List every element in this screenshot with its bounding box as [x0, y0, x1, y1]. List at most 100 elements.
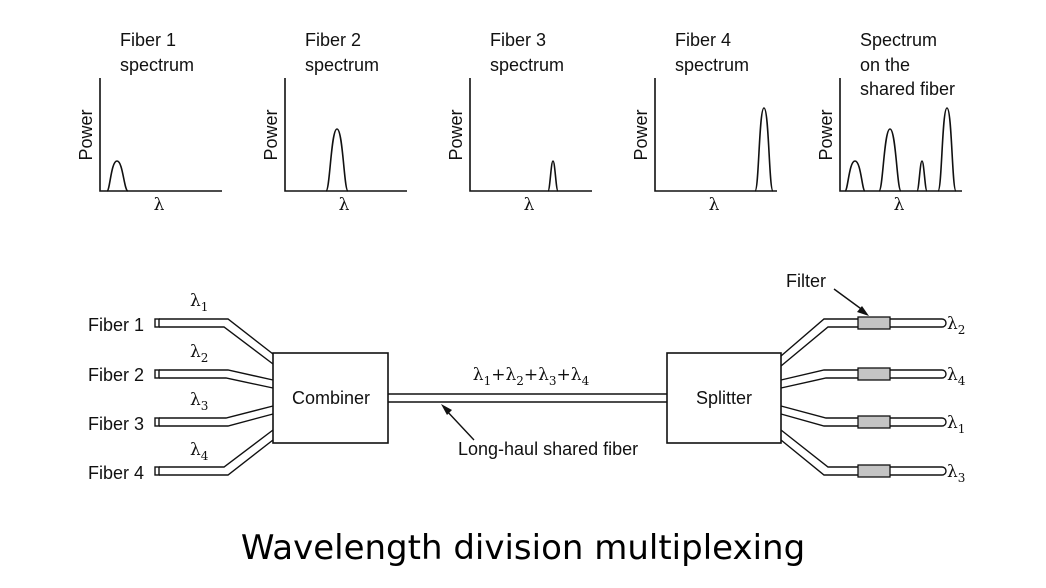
fiber-line [780, 429, 942, 468]
fiber-line [159, 405, 274, 419]
panel-title-line1: Spectrum [860, 30, 937, 50]
fiber-end-cap [154, 466, 160, 476]
fiber-end-cap [154, 417, 160, 427]
output-fiber-3: λ1 [780, 405, 965, 436]
input-fiber-2: Fiber 2 λ2 [88, 342, 274, 389]
slide-caption: Wavelength division multiplexing [240, 528, 806, 568]
fiber-line [780, 439, 942, 476]
output-wavelength-label: λ4 [947, 365, 966, 388]
spectrum-panel-fiber-1: Fiber 1 spectrum Power λ [76, 30, 222, 215]
combiner-box: Combiner [272, 352, 389, 444]
fiber-line [780, 369, 942, 381]
x-axis-label: λ [154, 195, 165, 215]
spectrum-peak [937, 107, 957, 192]
fiber-line [159, 439, 274, 476]
fiber-end-cap [941, 466, 947, 476]
fiber-line [780, 413, 942, 427]
panel-title-line2: spectrum [120, 55, 194, 75]
fiber-label: Fiber 2 [88, 365, 144, 385]
fiber-line [159, 377, 274, 389]
wavelength-label: λ3 [190, 390, 208, 413]
panel-axes [99, 78, 222, 192]
input-fiber-1: Fiber 1 λ1 [88, 291, 274, 365]
panel-title-line2: on the [860, 55, 910, 75]
pointer-arrow [444, 408, 475, 441]
panel-axes [284, 78, 407, 192]
fiber-label: Fiber 3 [88, 414, 144, 434]
spectrum-peak [106, 160, 129, 192]
combiner-label: Combiner [292, 388, 370, 408]
fiber-line [159, 413, 274, 427]
y-axis-label: Power [261, 109, 281, 160]
fiber-end-cap [154, 369, 160, 379]
y-axis-label: Power [631, 109, 651, 160]
filter-element [857, 464, 891, 478]
output-wavelength-label: λ2 [947, 314, 965, 337]
panel-title-line2: spectrum [675, 55, 749, 75]
output-wavelength-label: λ1 [947, 413, 965, 436]
spectrum-peak [754, 107, 774, 192]
panel-title-line1: Fiber 4 [675, 30, 731, 50]
combined-wavelengths-label: λ1+λ2+λ3+λ4 [473, 365, 590, 388]
y-axis-label: Power [76, 109, 96, 160]
spectrum-peak [844, 160, 866, 192]
filter-element [857, 316, 891, 330]
x-axis-label: λ [524, 195, 535, 215]
fiber-line [780, 377, 942, 389]
y-axis-label: Power [816, 109, 836, 160]
fiber-line [780, 405, 942, 419]
fiber-line [159, 326, 274, 365]
wavelength-label: λ1 [190, 291, 208, 314]
panel-axes [654, 78, 777, 192]
output-wavelength-label: λ3 [947, 462, 965, 485]
panel-title-line2: spectrum [305, 55, 379, 75]
filter-element [857, 367, 891, 381]
fiber-end-cap [154, 318, 160, 328]
fiber-line [780, 318, 942, 357]
splitter-label: Splitter [696, 388, 752, 408]
shared-fiber-label: Long-haul shared fiber [458, 439, 638, 459]
spectrum-panel-fiber-4: Fiber 4 spectrum Power λ [631, 30, 777, 215]
splitter-box: Splitter [666, 352, 782, 444]
arrowhead [857, 306, 869, 316]
x-axis-label: λ [709, 195, 720, 215]
output-fiber-4: λ3 [780, 429, 965, 485]
filter-callout: Filter [786, 271, 869, 316]
fiber-end-cap [941, 318, 947, 328]
input-fiber-4: Fiber 4 λ4 [88, 429, 274, 483]
spectrum-panel-shared-fiber: Spectrum on the shared fiber Power λ [816, 30, 962, 215]
y-axis-label: Power [446, 109, 466, 160]
panel-title-line1: Fiber 1 [120, 30, 176, 50]
spectrum-panel-fiber-2: Fiber 2 spectrum Power λ [261, 30, 407, 215]
fiber-line [159, 318, 274, 355]
x-axis-label: λ [894, 195, 905, 215]
panel-axes [839, 78, 962, 192]
spectrum-peak [916, 160, 928, 192]
fiber-label: Fiber 1 [88, 315, 144, 335]
input-fiber-3: Fiber 3 λ3 [88, 390, 274, 434]
panel-title-line2: spectrum [490, 55, 564, 75]
fiber-line [159, 369, 274, 381]
output-fiber-2: λ4 [780, 365, 966, 389]
wavelength-label: λ4 [190, 440, 209, 463]
panel-title-line3: shared fiber [860, 79, 955, 99]
fiber-line [159, 429, 274, 468]
arrowhead [441, 404, 452, 415]
panel-axes [469, 78, 592, 192]
long-haul-shared-fiber: λ1+λ2+λ3+λ4 Long-haul shared fiber [388, 365, 667, 459]
x-axis-label: λ [339, 195, 350, 215]
spectrum-panel-fiber-3: Fiber 3 spectrum Power λ [446, 30, 592, 215]
panel-title-line1: Fiber 2 [305, 30, 361, 50]
fiber-line [780, 326, 942, 367]
pointer-arrow [833, 288, 865, 312]
filter-element [857, 415, 891, 429]
spectrum-peak [547, 160, 559, 192]
output-fiber-1: λ2 [780, 314, 965, 367]
spectrum-peak [325, 128, 349, 192]
fiber-end-cap [941, 369, 947, 379]
filter-label: Filter [786, 271, 826, 291]
fiber-label: Fiber 4 [88, 463, 144, 483]
panel-title-line1: Fiber 3 [490, 30, 546, 50]
fiber-end-cap [941, 417, 947, 427]
